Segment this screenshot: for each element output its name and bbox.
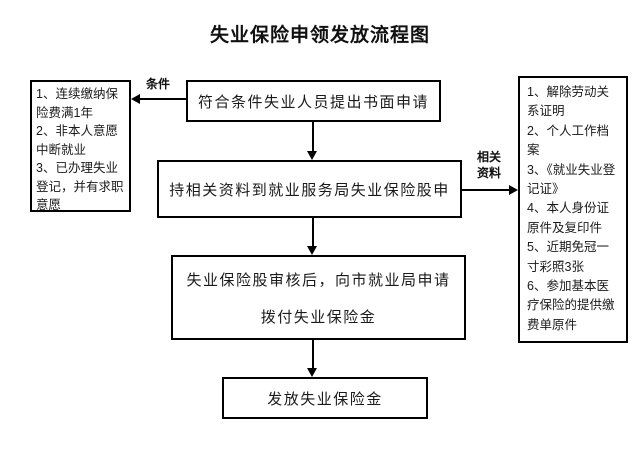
material-item: 6、参加基本医疗保险的提供缴费单原件 <box>527 279 615 332</box>
arrowhead-down-icon <box>307 246 317 255</box>
material-item: 5、近期免冠一寸彩照3张 <box>527 240 609 274</box>
step-review-label-line2: 拨付失业保险金 <box>260 308 377 326</box>
material-item: 3、《就业失业登记证》 <box>527 162 616 197</box>
condition-item: 1、连续缴纳保险费满1年 <box>36 87 118 120</box>
step-review-label-line1: 失业保险股审核后，向市就业局申请 <box>186 271 451 289</box>
step-issue-box: 发放失业保险金 <box>222 377 428 419</box>
step-submit-box: 持相关资料到就业服务局失业保险股申 <box>157 160 462 218</box>
arrowhead-down-icon <box>307 368 317 377</box>
step-apply-label: 符合条件失业人员提出书面申请 <box>197 93 429 111</box>
arrowhead-down-icon <box>307 151 317 160</box>
step-apply-box: 符合条件失业人员提出书面申请 <box>186 80 441 122</box>
condition-item: 2、非本人意愿中断就业 <box>36 124 118 157</box>
materials-arrow-label: 相关 资料 <box>466 149 512 181</box>
arrow-conditions-line <box>140 98 186 100</box>
arrowhead-left-icon <box>131 94 140 104</box>
arrowhead-right-icon <box>509 185 518 195</box>
step-issue-label: 发放失业保险金 <box>267 390 383 408</box>
conditions-box: 1、连续缴纳保险费满1年 2、非本人意愿中断就业 3、已办理失业登记，并有求职意… <box>30 80 131 212</box>
material-item: 4、本人身份证原件及复印件 <box>527 201 609 235</box>
materials-arrow-label-line1: 相关 <box>476 150 501 164</box>
arrow-step3-step4-line <box>312 340 314 369</box>
page-title: 失业保险申领发放流程图 <box>209 25 430 46</box>
step-review-box: 失业保险股审核后，向市就业局申请 拨付失业保险金 <box>171 255 466 340</box>
material-item: 2、个人工作档案 <box>527 123 609 158</box>
step-submit-label: 持相关资料到就业服务局失业保险股申 <box>169 181 450 199</box>
conditions-arrow-label: 条件 <box>145 77 170 91</box>
arrow-step2-step3-line <box>312 218 314 247</box>
arrow-step1-step2-line <box>312 122 314 152</box>
material-item: 1、解除劳动关系证明 <box>527 85 609 119</box>
condition-item: 3、已办理失业登记，并有求职意愿 <box>36 161 124 212</box>
materials-arrow-label-line2: 资料 <box>476 166 501 180</box>
materials-box: 1、解除劳动关系证明 2、个人工作档案 3、《就业失业登记证》 4、本人身份证原… <box>518 76 628 343</box>
arrow-materials-line <box>462 189 509 191</box>
